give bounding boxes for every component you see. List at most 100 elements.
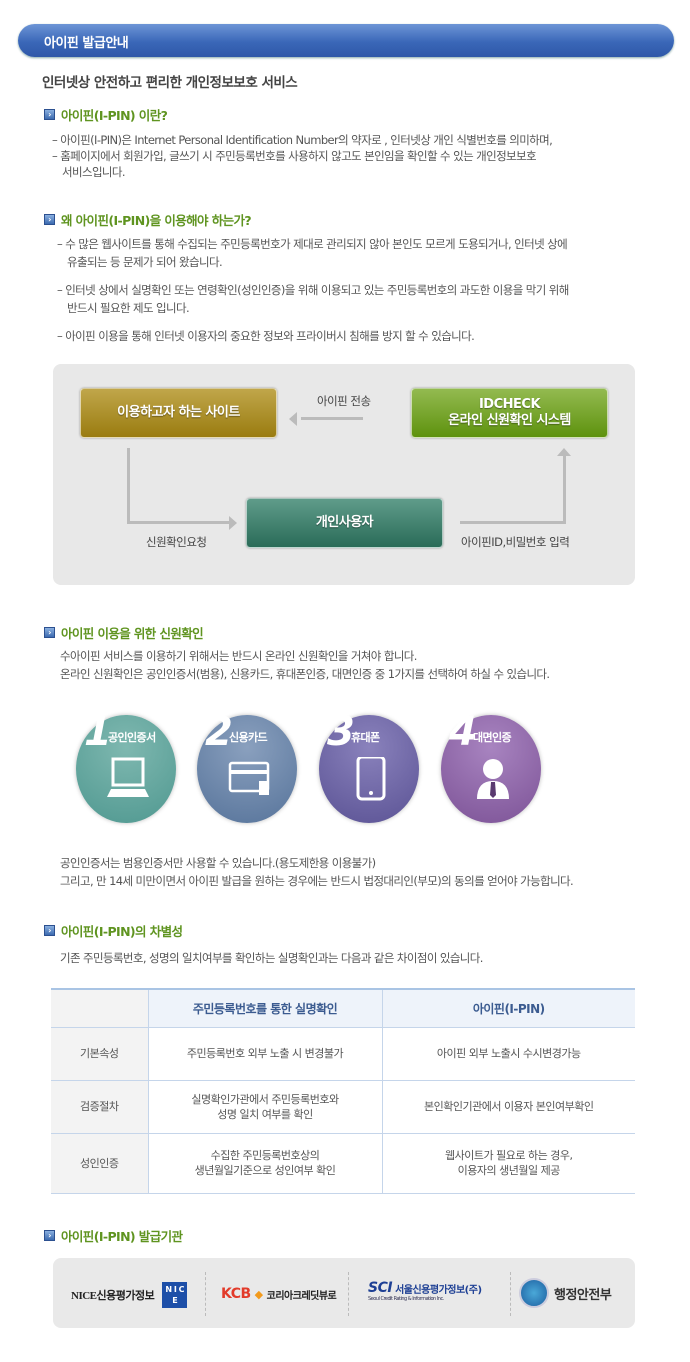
mopas-logo[interactable]: 행정안전부: [519, 1278, 612, 1308]
kcb-logo[interactable]: KCB◆코리아크레딧뷰로: [221, 1286, 337, 1302]
mopas-name: 행정안전부: [554, 1287, 612, 1303]
section-heading-issuers: › 아이핀(I-PIN) 발급기관: [44, 1226, 183, 1245]
cell-line: 실명확인가관에서 주민등록번호와: [191, 1092, 339, 1106]
text-line: 서비스입니다.: [62, 165, 126, 179]
method-number: 1: [84, 709, 112, 755]
text-line: – 수 많은 웹사이트를 통해 수집되는 주민등록번호가 제대로 관리되지 않아…: [57, 237, 568, 251]
header-cell: 아이핀(I-PIN): [382, 988, 635, 1028]
idcheck-subtitle: 온라인 신원확인 시스템: [448, 413, 571, 428]
heading-text: 아이핀(I-PIN) 이란?: [61, 108, 168, 123]
cell: 웹사이트가 필요로 하는 경우, 이용자의 생년월일 제공: [382, 1132, 635, 1194]
arrowhead-left-icon: [289, 412, 297, 426]
text-line: 기존 주민등록번호, 성명의 일치여부를 확인하는 실명확인과는 다음과 같은 …: [60, 951, 483, 965]
method-label: 공인인증서: [108, 731, 156, 744]
text-line: 온라인 신원확인은 공인인증서(범용), 신용카드, 휴대폰인증, 대면인증 중…: [60, 667, 550, 681]
arrow-request-vertical: [127, 448, 130, 523]
divider: [348, 1272, 349, 1316]
heading-text: 왜 아이핀(I-PIN)을 이용해야 하는가?: [61, 213, 252, 228]
nice-name: NICE신용평가정보: [71, 1290, 155, 1302]
divider: [205, 1272, 206, 1316]
row-label: 검증절차: [51, 1079, 149, 1134]
header-cell: 주민등록번호를 통한 실명확인: [148, 988, 383, 1028]
arrow-send-label: 아이핀 전송: [317, 394, 371, 408]
person-icon: [477, 759, 509, 799]
heading-text: 아이핀 이용을 위한 신원확인: [61, 626, 204, 641]
kcb-mark: KCB: [221, 1286, 251, 1302]
text-line: – 홈페이지에서 회원가입, 글쓰기 시 주민등록번호를 사용하지 않고도 본인…: [52, 149, 537, 163]
kcb-diamond-icon: ◆: [254, 1287, 263, 1301]
sci-name: 서울신용평가정보(주): [395, 1284, 482, 1296]
row-label: 기본속성: [51, 1026, 149, 1081]
header-cell: [51, 988, 149, 1028]
text-line: 유출되는 등 문제가 되어 왔습니다.: [67, 255, 223, 269]
bullet-arrow-icon: ›: [44, 925, 55, 936]
bullet-arrow-icon: ›: [44, 214, 55, 225]
section-heading-why-ipin: › 왜 아이핀(I-PIN)을 이용해야 하는가?: [44, 210, 252, 229]
subtitle: 인터넷상 안전하고 편리한 개인정보보호 서비스: [42, 75, 298, 91]
cell-line: 생년월일기준으로 성인여부 확인: [194, 1164, 336, 1177]
heading-text: 아이핀(I-PIN)의 차별성: [61, 924, 183, 939]
page-title: 아이핀 발급안내: [44, 36, 129, 51]
arrow-send: [301, 417, 363, 420]
text-line: 수아이핀 서비스를 이용하기 위해서는 반드시 온라인 신원확인을 거쳐야 합니…: [60, 649, 417, 663]
text-line: – 인터넷 상에서 실명확인 또는 연령확인(성인인증)을 위해 이용되고 있는…: [57, 283, 569, 297]
arrow-request-horizontal: [127, 521, 229, 524]
row-label: 성인인증: [51, 1132, 149, 1194]
heading-text: 아이핀(I-PIN) 발급기관: [61, 1229, 183, 1244]
section-heading-what-is-ipin: › 아이핀(I-PIN) 이란?: [44, 105, 168, 124]
credit-card-icon: [228, 761, 270, 795]
text-line: 반드시 필요한 제도 입니다.: [67, 301, 190, 315]
arrow-input-vertical: [563, 456, 566, 524]
page-header: 아이핀 발급안내: [18, 24, 674, 57]
method-number: 4: [449, 709, 477, 755]
arrowhead-right-icon: [229, 516, 237, 530]
sci-english: Seoul Credit Rating & Information Inc.: [368, 1296, 444, 1302]
method-number: 3: [327, 709, 355, 755]
divider: [510, 1272, 511, 1316]
arrowhead-up-icon: [557, 448, 571, 456]
bullet-arrow-icon: ›: [44, 627, 55, 638]
sci-mark: SCI: [368, 1280, 393, 1296]
cell-line: 성명 일치 여부를 확인: [217, 1107, 313, 1121]
cell-line: 수집한 주민등록번호상의: [210, 1149, 320, 1162]
laptop-icon: [107, 757, 149, 797]
method-label: 대면인증: [473, 731, 512, 744]
bullet-arrow-icon: ›: [44, 109, 55, 120]
cell-line: 이용자의 생년월일 제공: [457, 1164, 561, 1177]
arrow-request-label: 신원확인요청: [146, 535, 207, 549]
cell: 본인확인기관에서 이용자 본인여부확인: [382, 1079, 635, 1134]
arrow-input-horizontal: [460, 521, 566, 524]
text-line: – 아이핀(I-PIN)은 Internet Personal Identifi…: [52, 133, 553, 147]
note-line: 공인인증서는 범용인증서만 사용할 수 있습니다.(용도제한용 이용불가): [60, 856, 376, 870]
kcb-name: 코리아크레딧뷰로: [266, 1290, 337, 1302]
text-line: – 아이핀 이용을 통해 인터넷 이용자의 중요한 정보와 프라이버시 침해를 …: [57, 329, 475, 343]
section-heading-identity-check: › 아이핀 이용을 위한 신원확인: [44, 623, 204, 642]
site-box: 이용하고자 하는 사이트: [80, 388, 277, 438]
mobile-phone-icon: [356, 757, 386, 801]
nice-badge: N I C E: [162, 1282, 188, 1308]
idcheck-title: IDCHECK: [478, 397, 541, 412]
bullet-arrow-icon: ›: [44, 1230, 55, 1241]
government-emblem-icon: [519, 1278, 549, 1308]
nice-logo[interactable]: NICE신용평가정보 N I C E: [71, 1282, 188, 1308]
arrow-input-label: 아이핀ID,비밀번호 입력: [461, 535, 570, 549]
section-heading-differences: › 아이핀(I-PIN)의 차별성: [44, 921, 183, 940]
cell: 아이핀 외부 노출시 수시변경가능: [382, 1026, 635, 1081]
method-label: 휴대폰: [351, 731, 380, 744]
cell-line: 웹사이트가 필요로 하는 경우,: [445, 1149, 573, 1162]
